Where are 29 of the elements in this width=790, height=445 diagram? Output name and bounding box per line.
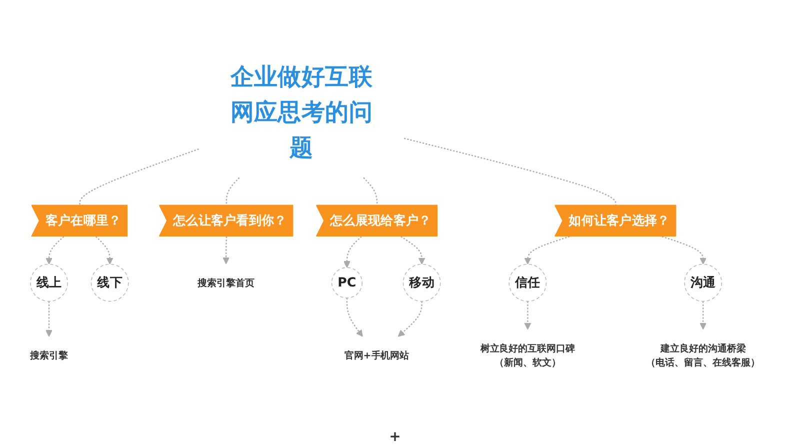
connector	[363, 177, 378, 206]
node-circle: PC	[331, 267, 363, 298]
arrow	[46, 301, 52, 337]
node-circle: 信任	[508, 264, 547, 302]
arrow	[400, 236, 426, 265]
node-text: 搜索引擎首页	[198, 277, 255, 288]
node-text: 建立良好的沟通桥梁 （电话、留言、在线客服）	[646, 342, 760, 368]
node-text: 树立良好的互联网口碑 （新闻、软文）	[480, 342, 576, 368]
arrow	[662, 236, 707, 265]
arrow	[524, 301, 532, 330]
node-circle: 移动	[402, 264, 441, 302]
connector	[226, 177, 240, 206]
node-circle: 线下	[90, 264, 129, 302]
arrow	[346, 298, 363, 337]
node-text: 官网+手机网站	[344, 350, 410, 362]
arrow	[398, 301, 422, 337]
arrow	[222, 236, 230, 264]
arrow	[343, 236, 362, 268]
connector	[404, 138, 616, 206]
arrow	[700, 301, 707, 330]
arrow	[46, 236, 64, 265]
arrow	[524, 236, 570, 265]
plus-sign-label: +	[389, 429, 401, 445]
node-text: 搜索引擎	[30, 350, 68, 362]
node-circle: 沟通	[684, 264, 722, 302]
node-text: 企业做好互联网应思考的问题	[230, 63, 373, 162]
arrow	[95, 236, 114, 265]
connector	[79, 148, 199, 206]
node-circle: 线上	[30, 264, 68, 302]
